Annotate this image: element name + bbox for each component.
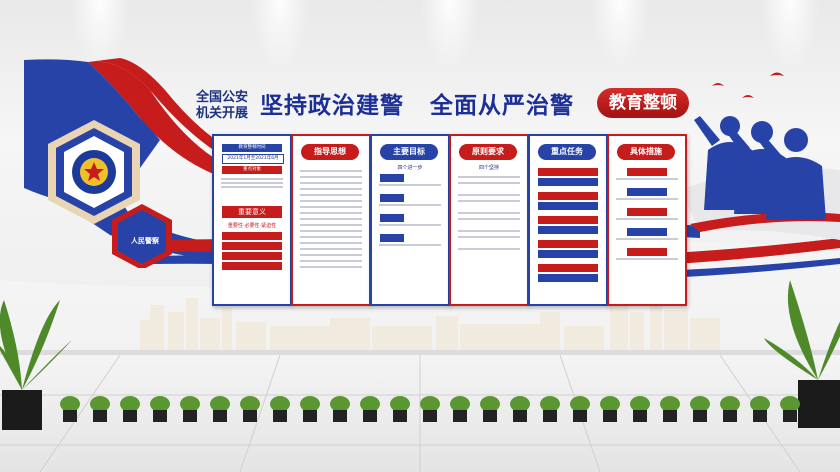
panel-tag: 教育整顿时间 bbox=[222, 144, 282, 152]
large-plant-left bbox=[0, 300, 72, 430]
panel-tag: 2021年1月至2021年6月 bbox=[222, 154, 284, 164]
police-emblem bbox=[48, 120, 172, 268]
panel-subheading: 四个坚持 bbox=[478, 165, 499, 171]
ceiling-light bbox=[590, 0, 650, 70]
title-prefix-line1: 全国公安 bbox=[196, 90, 249, 105]
panel-heading: 指导思想 bbox=[301, 144, 359, 160]
ceiling-light bbox=[420, 0, 480, 70]
panel-heading: 原则要求 bbox=[459, 144, 517, 160]
panel-heading: 具体措施 bbox=[617, 144, 675, 160]
title-prefix: 全国公安 机关开展 bbox=[196, 90, 248, 122]
panel-main-goals: 主要目标 四个进一步 bbox=[370, 134, 450, 306]
panel-education-time: 教育整顿时间 2021年1月至2021年6月 重点对象 重要意义 重要性·必要性… bbox=[212, 134, 292, 306]
panel-subheading: 四个进一步 bbox=[397, 165, 423, 171]
panel-heading: 重点任务 bbox=[538, 144, 596, 160]
red-swoosh bbox=[88, 61, 236, 182]
badge-label: 人民警察 bbox=[131, 237, 159, 245]
panel-key-tasks: 重点任务 bbox=[528, 134, 608, 306]
panel-tag: 重点对象 bbox=[222, 166, 282, 174]
panel-heading: 主要目标 bbox=[380, 144, 438, 160]
skirting-board bbox=[0, 350, 840, 356]
small-plants-row bbox=[60, 396, 800, 422]
floor-tiles bbox=[0, 355, 840, 472]
panel-specific-measures: 具体措施 bbox=[607, 134, 687, 306]
large-plant-right bbox=[764, 280, 840, 428]
panel-tag: 重要意义 bbox=[222, 206, 282, 218]
panel-principles: 原则要求 四个坚持 bbox=[449, 134, 529, 306]
panel-footer: 重要性·必要性·紧迫性 bbox=[227, 223, 277, 229]
ceiling-light bbox=[250, 0, 310, 70]
saluting-police-silhouettes bbox=[694, 116, 826, 220]
title-prefix-line2: 机关开展 bbox=[196, 106, 249, 121]
title-badge: 教育整顿 bbox=[597, 88, 689, 118]
title-main-left: 坚持政治建警 bbox=[260, 92, 404, 119]
ceiling-light bbox=[760, 0, 820, 70]
flying-doves bbox=[712, 72, 784, 98]
title-main-right: 全面从严治警 bbox=[430, 92, 574, 119]
